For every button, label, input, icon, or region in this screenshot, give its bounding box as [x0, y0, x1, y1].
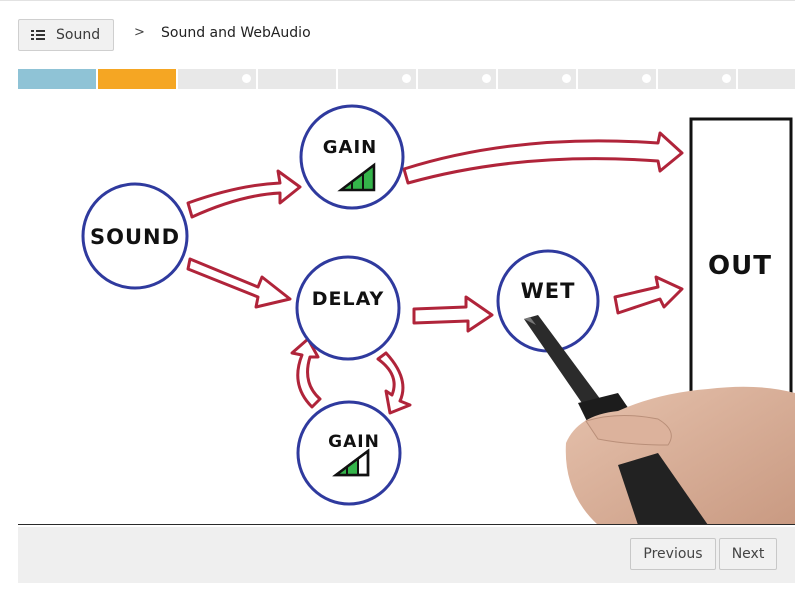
progress-segment-7[interactable] — [498, 69, 576, 89]
list-icon — [31, 29, 45, 41]
arrow-gain-to-out — [402, 131, 684, 185]
progress-dot — [402, 74, 411, 83]
gain-bottom-label: GAIN — [328, 432, 380, 452]
breadcrumb-separator: > — [134, 25, 145, 40]
arrow-delay-to-wet — [412, 295, 494, 333]
delay-node — [295, 255, 401, 361]
progress-segment-9[interactable] — [658, 69, 736, 89]
lesson-progress-bar — [18, 69, 795, 89]
arrow-wet-to-out — [613, 275, 684, 315]
progress-dot — [722, 74, 731, 83]
sound-node-label: SOUND — [90, 225, 180, 249]
gain-icon — [332, 448, 370, 477]
progress-segment-1[interactable] — [18, 69, 96, 89]
gain-node-top — [299, 104, 405, 210]
out-box-label: OUT — [708, 251, 772, 281]
next-button[interactable]: Next — [719, 538, 777, 570]
progress-dot — [482, 74, 491, 83]
progress-segment-5[interactable] — [338, 69, 416, 89]
progress-segment-3[interactable] — [178, 69, 256, 89]
lesson-title: Sound and WebAudio — [161, 25, 311, 41]
arrow-sound-to-gain — [186, 169, 302, 219]
progress-dot — [642, 74, 651, 83]
previous-button[interactable]: Previous — [630, 538, 716, 570]
arrow-feedback-to-delay — [290, 337, 322, 409]
progress-segment-2[interactable] — [98, 69, 176, 89]
arrow-sound-to-delay — [186, 257, 292, 309]
presenter-hand-image — [524, 315, 795, 525]
player-bottom-rule — [18, 524, 795, 525]
delay-node-label: DELAY — [312, 288, 385, 310]
top-divider — [0, 0, 795, 1]
lesson-menu-label: Sound — [56, 27, 101, 43]
progress-segment-4[interactable] — [258, 69, 336, 89]
progress-segment-10[interactable] — [738, 69, 795, 89]
video-frame: SOUND GAIN DELAY WET GAIN OUT — [81, 104, 795, 525]
gain-icon — [337, 162, 376, 192]
lesson-footer: Previous Next — [18, 527, 795, 583]
progress-segment-6[interactable] — [418, 69, 496, 89]
gain-node-bottom — [296, 400, 402, 506]
lesson-menu-button[interactable]: Sound — [18, 19, 114, 51]
sound-node — [81, 182, 189, 290]
progress-dot — [562, 74, 571, 83]
arrow-delay-to-feedback — [376, 351, 412, 415]
progress-segment-8[interactable] — [578, 69, 656, 89]
progress-dot — [242, 74, 251, 83]
wet-node-label: WET — [521, 279, 576, 303]
video-player[interactable]: SOUND GAIN DELAY WET GAIN OUT — [18, 93, 795, 525]
gain-top-label: GAIN — [323, 137, 377, 158]
